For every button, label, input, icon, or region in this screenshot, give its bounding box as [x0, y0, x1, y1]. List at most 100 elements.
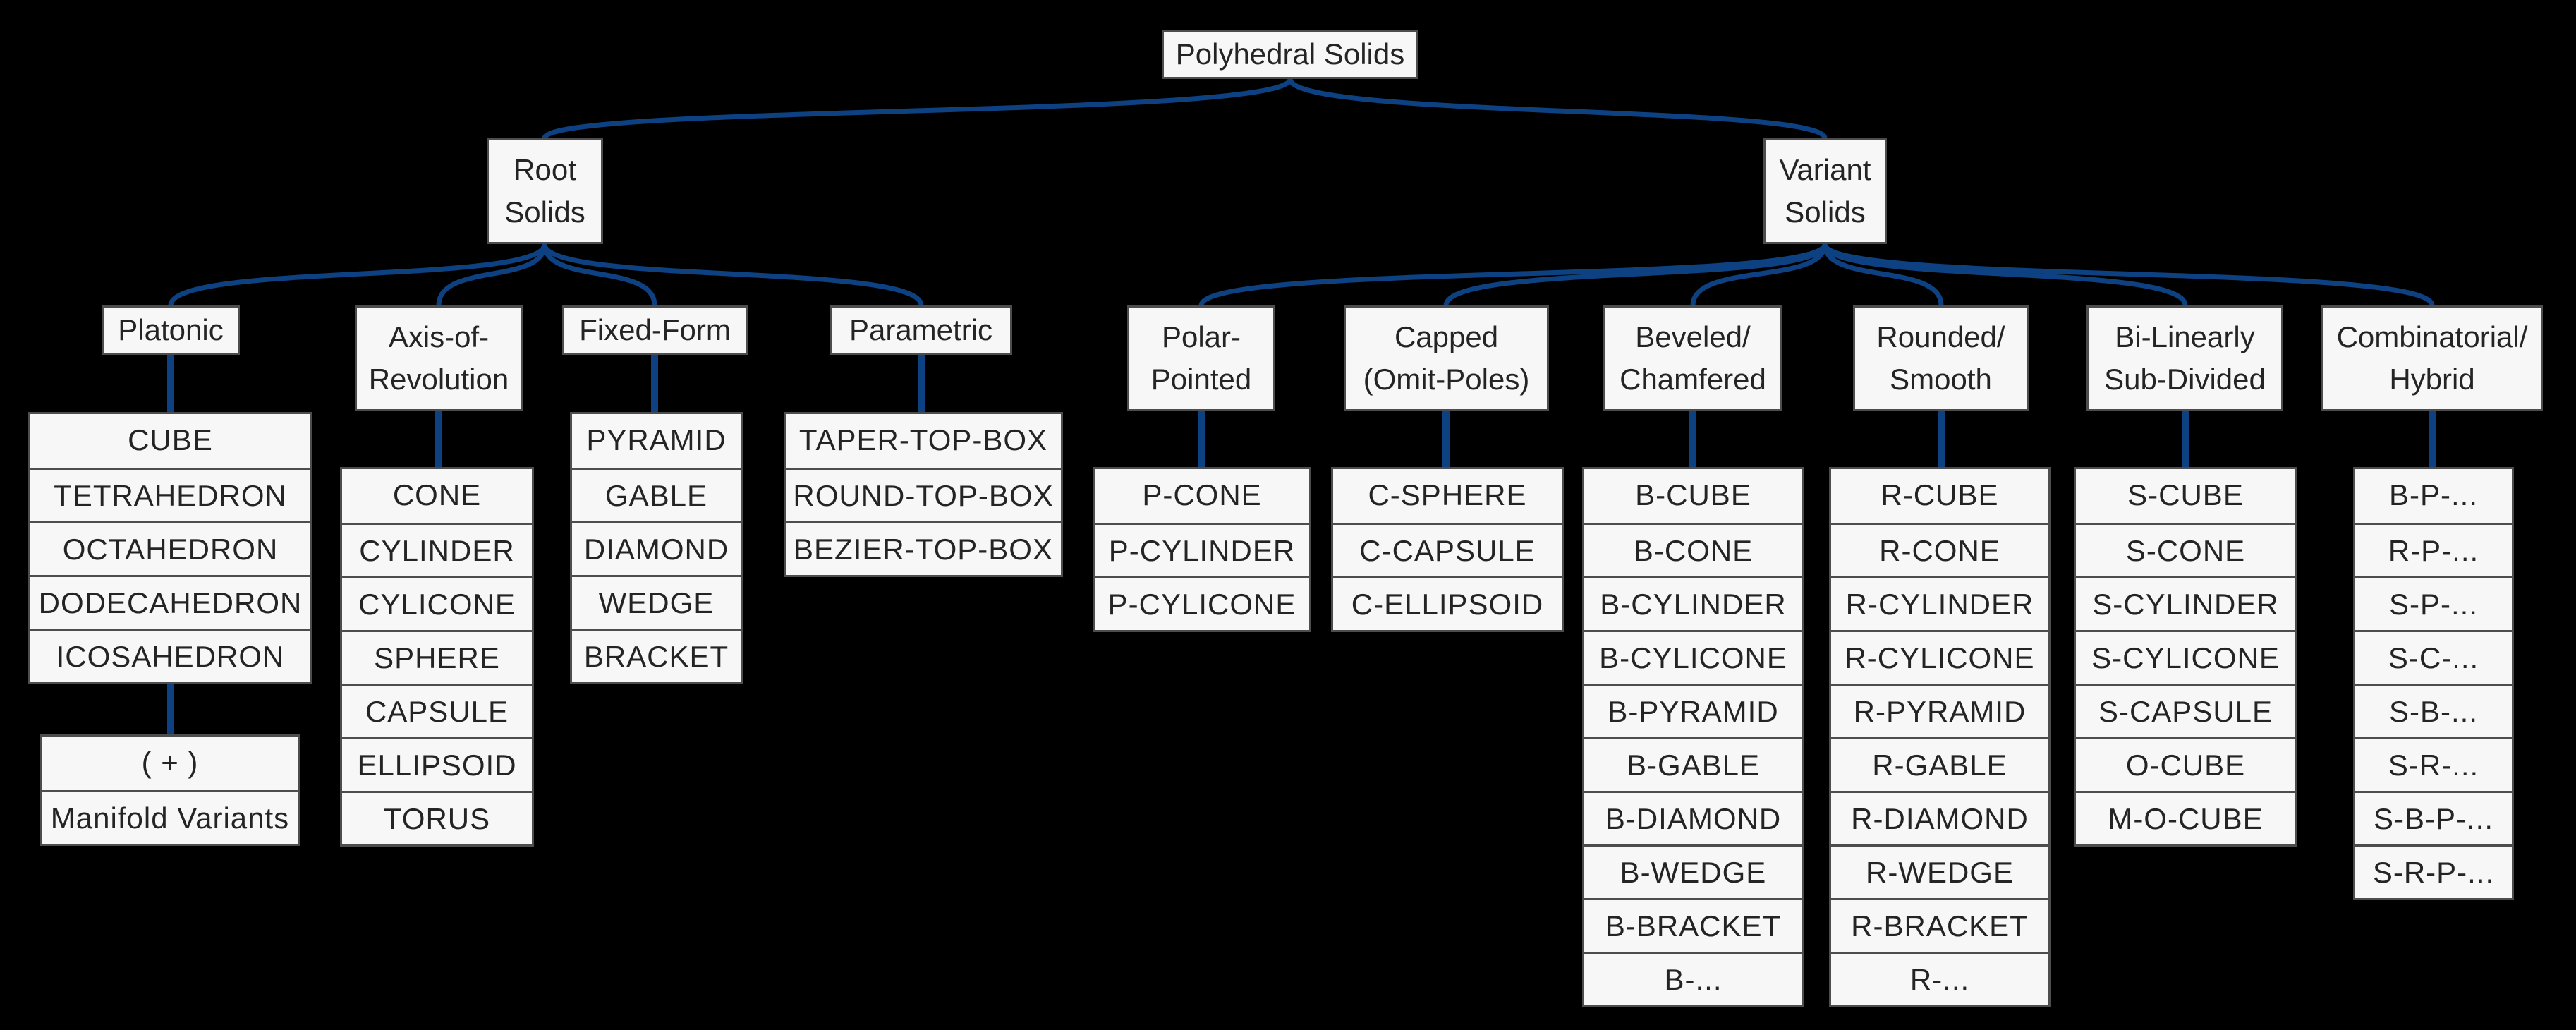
node-label-line: Rounded/: [1876, 320, 2005, 353]
list-item: B-GABLE: [1584, 737, 1802, 791]
node-label-line: Combinatorial/: [2336, 320, 2528, 353]
list-item: B-...: [1584, 952, 1802, 1005]
edge-root-to-fixed-form: [542, 241, 657, 308]
list-item: R-CUBE: [1881, 478, 1999, 511]
list-item: O-CUBE: [2076, 737, 2295, 791]
node-label-line: Variant: [1779, 153, 1871, 186]
node-parametric: Parametric: [830, 305, 1012, 355]
list-item: R-...: [1831, 952, 2048, 1005]
edge-variant-to-beveled: [1690, 241, 1828, 308]
node-label-line: Polar-: [1161, 320, 1241, 353]
node-polar-pointed: Polar- Pointed: [1127, 305, 1275, 411]
node-polyhedral-solids: Polyhedral Solids: [1162, 30, 1418, 79]
list-item: B-CONE: [1584, 523, 1802, 576]
node-label-line: Axis-of-: [388, 320, 490, 353]
list-item: S-CYLINDER: [2076, 576, 2295, 630]
node-combinatorial-hybrid: Combinatorial/Hybrid: [2321, 305, 2543, 411]
node-label-line: Smooth: [1890, 363, 1992, 396]
list-item: R-CYLINDER: [1831, 576, 2048, 630]
list-item: DIAMOND: [572, 521, 741, 575]
list-item: S-CONE: [2076, 523, 2295, 576]
edge-variant-to-capped: [1443, 241, 1828, 308]
list-item: GABLE: [572, 468, 741, 521]
edge-root-to-platonic: [168, 241, 547, 308]
list-item: DODECAHEDRON: [30, 575, 310, 629]
node-label-line: Root: [514, 153, 576, 186]
list-item: P-CYLINDER: [1095, 523, 1309, 576]
node-rounded-smooth: Rounded/Smooth: [1853, 305, 2029, 411]
node-label: Polyhedral Solids: [1175, 37, 1405, 71]
edge-variant-to-rounded: [1822, 241, 1944, 308]
list-item: TAPER-TOP-BOX: [798, 423, 1048, 456]
list-item: R-P-...: [2355, 523, 2512, 576]
node-label-line: Hybrid: [2389, 363, 2475, 396]
list-item: S-C-...: [2355, 630, 2512, 684]
list-item: CUBE: [128, 423, 213, 456]
list-item: SPHERE: [342, 630, 532, 684]
list-item: CYLINDER: [342, 523, 532, 576]
node-label-line: Solids: [1785, 195, 1866, 229]
list-item: ICOSAHEDRON: [30, 629, 310, 682]
list-item: BRACKET: [572, 629, 741, 682]
list-item: S-R-...: [2355, 737, 2512, 791]
list-item: B-BRACKET: [1584, 898, 1802, 952]
list-item: WEDGE: [572, 575, 741, 629]
list-platonic-manifold-variants: ( + ) Manifold Variants: [40, 734, 300, 846]
list-item: PYRAMID: [586, 423, 727, 456]
list-item: TORUS: [342, 791, 532, 844]
list-item: S-B-...: [2355, 684, 2512, 737]
list-item: B-WEDGE: [1584, 844, 1802, 898]
node-label-line: Solids: [504, 195, 585, 229]
list-item: B-DIAMOND: [1584, 791, 1802, 844]
list-item: ROUND-TOP-BOX: [786, 468, 1061, 521]
list-item: S-P-...: [2355, 576, 2512, 630]
list-item: R-PYRAMID: [1831, 684, 2048, 737]
list-item: Manifold Variants: [42, 790, 298, 844]
list-item: B-CYLINDER: [1584, 576, 1802, 630]
node-label-line: Pointed: [1150, 363, 1252, 396]
list-item: S-CYLICONE: [2076, 630, 2295, 684]
list-item: CYLICONE: [342, 576, 532, 630]
edge-top-to-root-solids: [542, 76, 1293, 141]
list-item: ELLIPSOID: [342, 737, 532, 791]
list-item: CAPSULE: [342, 684, 532, 737]
list-item: R-GABLE: [1831, 737, 2048, 791]
list-item: R-DIAMOND: [1831, 791, 2048, 844]
node-fixed-form: Fixed-Form: [562, 305, 748, 355]
edge-root-to-parametric: [542, 241, 924, 308]
node-label-line: Revolution: [368, 363, 509, 396]
edge-variant-to-polar: [1198, 241, 1828, 308]
node-label-line: Chamfered: [1620, 363, 1766, 396]
node-platonic: Platonic: [102, 305, 240, 355]
node-axis-of-revolution: Axis-of- Revolution: [355, 305, 523, 411]
list-item: BEZIER-TOP-BOX: [786, 521, 1061, 575]
edge-variant-to-bilinearly: [1822, 241, 2188, 308]
list-item: B-CUBE: [1635, 478, 1751, 511]
list-combinatorial-hybrid: B-P-... R-P-...S-P-...S-C-...S-B-...S-R-.…: [2353, 467, 2514, 900]
list-item: ( + ): [141, 746, 199, 779]
list-item: M-O-CUBE: [2076, 791, 2295, 844]
list-item: R-CYLICONE: [1831, 630, 2048, 684]
list-item: R-WEDGE: [1831, 844, 2048, 898]
list-item: S-B-P-...: [2355, 791, 2512, 844]
list-item: B-P-...: [2388, 478, 2478, 511]
node-label-line: Capped: [1394, 320, 1499, 353]
node-beveled-chamfered: Beveled/Chamfered: [1603, 305, 1782, 411]
list-item: R-CONE: [1831, 523, 2048, 576]
node-capped-omit-poles: Capped(Omit-Poles): [1344, 305, 1549, 411]
list-item: C-CAPSULE: [1333, 523, 1562, 576]
list-item: S-R-P-...: [2355, 844, 2512, 898]
